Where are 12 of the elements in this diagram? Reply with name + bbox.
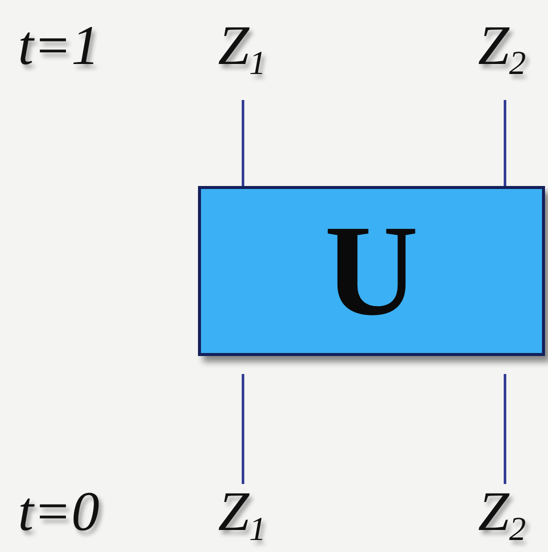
variable-label: Z$_{2}$ bbox=[478, 484, 544, 548]
variable-label: Z$_{1}$ bbox=[218, 18, 280, 82]
wire-line bbox=[504, 374, 506, 484]
operator-box bbox=[198, 186, 545, 356]
operator-symbol: U bbox=[324, 206, 418, 336]
wire-line bbox=[242, 100, 244, 186]
variable-label: Z$_{2}$ bbox=[478, 18, 544, 82]
time-label: t=0 bbox=[18, 484, 100, 540]
time-label: t=1 bbox=[18, 18, 100, 74]
variable-label: Z$_{1}$ bbox=[218, 484, 280, 548]
wire-line bbox=[242, 374, 244, 484]
wire-line bbox=[504, 100, 506, 186]
